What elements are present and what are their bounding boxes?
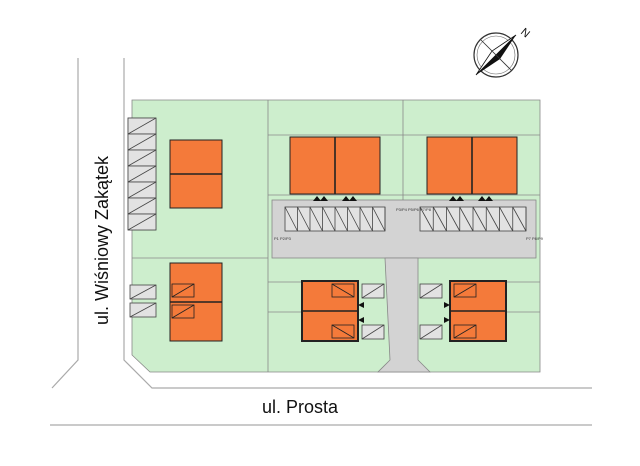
stall-divider xyxy=(485,206,500,232)
stall-divider xyxy=(432,206,447,232)
garage-marks xyxy=(171,283,477,339)
access-road xyxy=(377,257,431,373)
stall-divider xyxy=(309,206,323,232)
compass-rose: N xyxy=(473,26,532,78)
stall-divider xyxy=(284,206,298,232)
stall-divider xyxy=(347,206,361,232)
stall-divider xyxy=(459,206,474,232)
stall-divider xyxy=(322,206,336,232)
stall-divider xyxy=(372,206,386,232)
stall-divider xyxy=(297,206,311,232)
stall-divider xyxy=(419,206,434,232)
stall-divider xyxy=(472,206,487,232)
west-street-inner-line xyxy=(123,58,592,389)
entrance-markers xyxy=(313,196,493,323)
parking-stalls-sw xyxy=(129,284,157,318)
parking-label-center: P3/P4 P5/P6 P7/P8 xyxy=(396,207,432,212)
stall-divider xyxy=(334,206,348,232)
compass-north-label: N xyxy=(518,26,532,40)
street-name-west: ul. Wiśniowy Zakątek xyxy=(92,155,112,325)
stall-divider xyxy=(512,206,527,232)
parking-stalls-west xyxy=(127,117,157,231)
buildings xyxy=(169,136,518,342)
stall-divider xyxy=(446,206,461,232)
stall-divider xyxy=(359,206,373,232)
parking-stalls-south xyxy=(361,283,443,340)
parking-label-right: P7 P8/P9 xyxy=(526,236,544,241)
street-lines xyxy=(50,58,592,426)
west-street-outer-line xyxy=(51,58,79,389)
parking-label-left: P1 P2/P3 xyxy=(274,236,292,241)
stall-divider xyxy=(499,206,514,232)
parking-stalls-north xyxy=(284,206,527,232)
street-name-south: ul. Prosta xyxy=(262,397,339,417)
